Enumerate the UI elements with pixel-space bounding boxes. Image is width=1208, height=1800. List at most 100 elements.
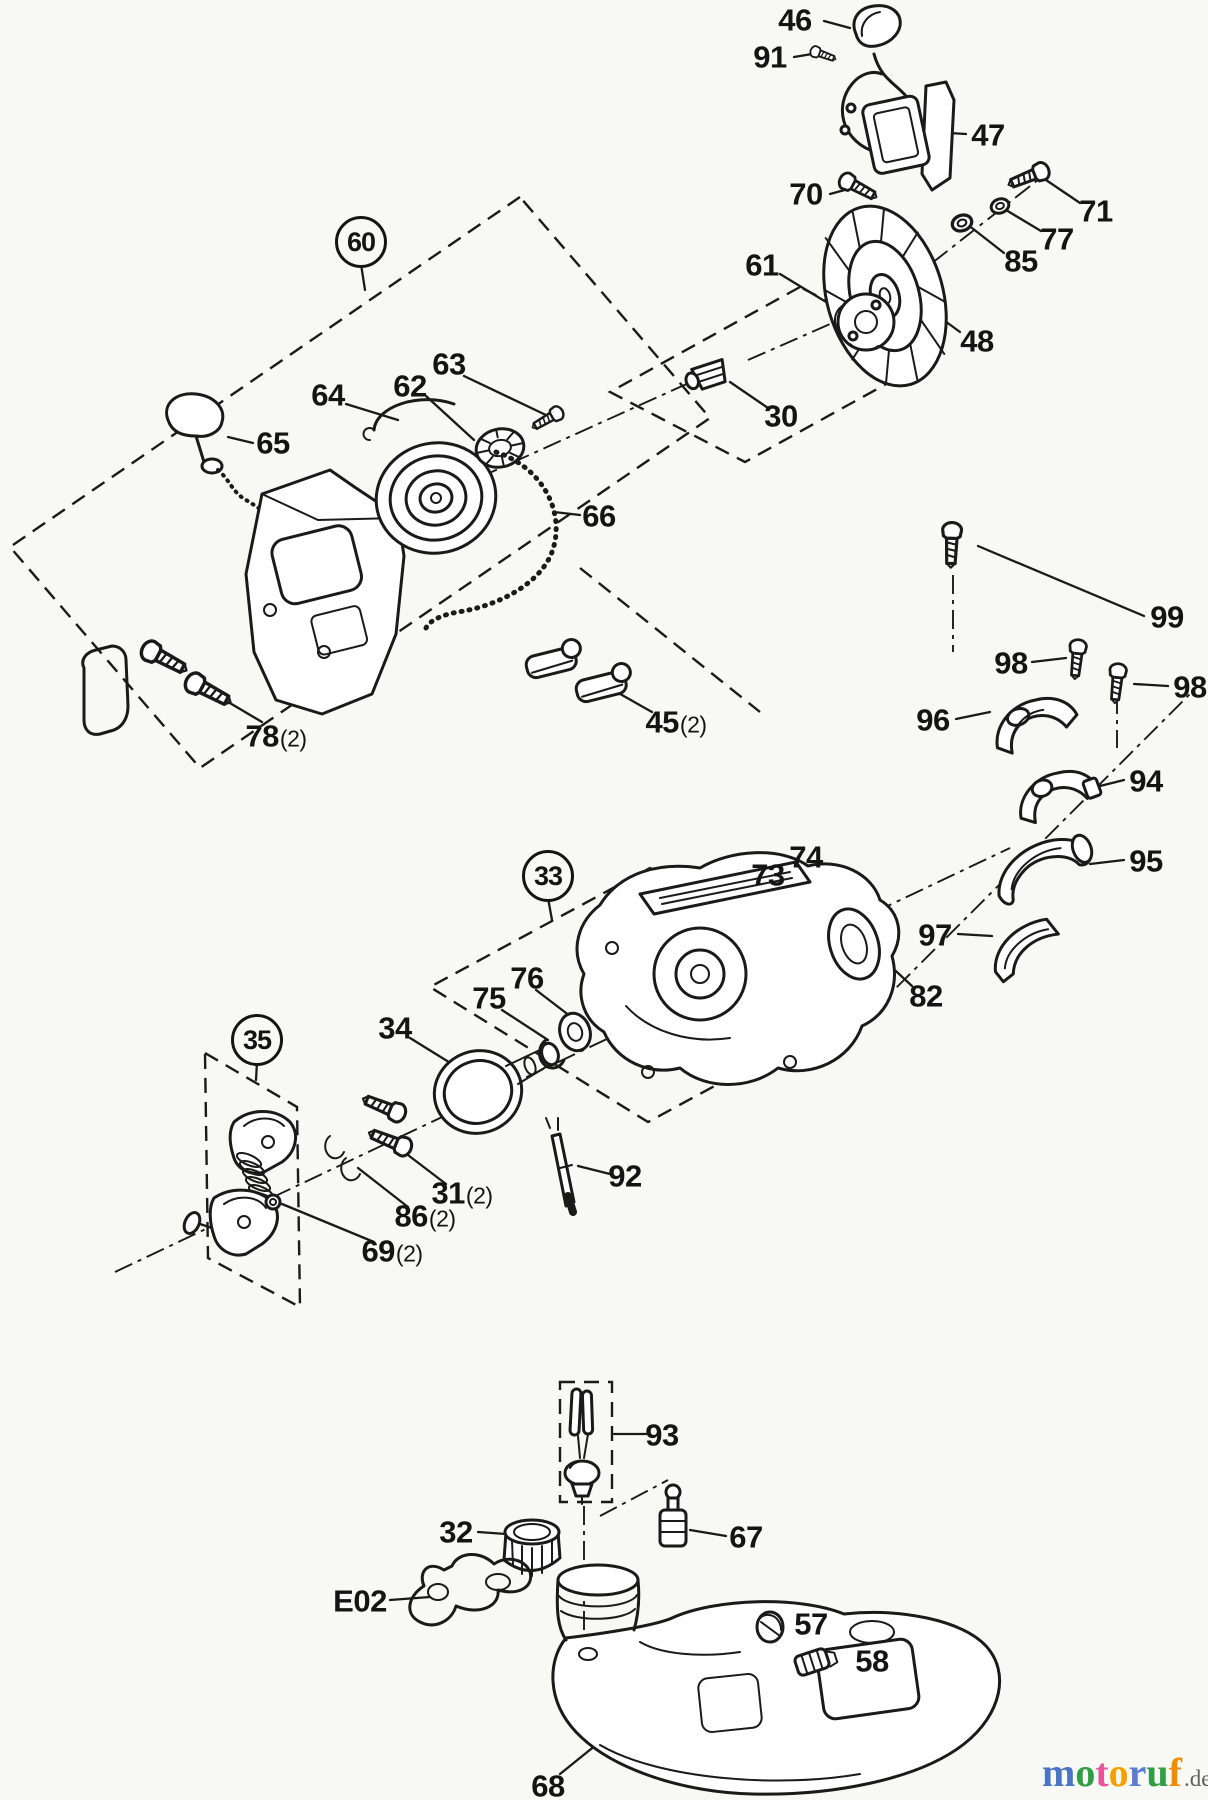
watermark-word: motoruf xyxy=(1042,1750,1182,1796)
part-label-35: 35 xyxy=(231,1014,283,1066)
shaft-clamp-upper xyxy=(995,696,1079,755)
lock-washer xyxy=(324,1135,345,1160)
part-number: 35 xyxy=(242,1024,272,1055)
part-label-95: 95 xyxy=(1129,846,1163,877)
part-label-63: 63 xyxy=(432,349,466,380)
part-label-48: 48 xyxy=(960,323,994,359)
part-label-61: 61 xyxy=(745,250,779,281)
part-number: 71 xyxy=(1079,193,1113,229)
flywheel-fan xyxy=(822,204,948,388)
part-label-99: 99 xyxy=(1150,599,1184,635)
part-label-E02: E02 xyxy=(333,1586,387,1617)
watermark-letter: o xyxy=(1108,1750,1129,1795)
rope-latch xyxy=(524,638,582,680)
part-label-70: 70 xyxy=(789,179,823,210)
part-number: 34 xyxy=(378,1010,412,1046)
watermark-letter: t xyxy=(1095,1750,1109,1795)
part-label-68: 68 xyxy=(531,1768,565,1800)
part-qty: (2) xyxy=(279,725,307,752)
ignition-coil xyxy=(839,70,956,192)
clutch-shoe-lower xyxy=(208,1188,279,1257)
clutch-bolt xyxy=(357,1088,410,1126)
crankcase-fan-housing xyxy=(575,851,901,1086)
part-number: 93 xyxy=(645,1417,679,1453)
part-number: 73 xyxy=(751,857,785,893)
part-label-64: 64 xyxy=(311,380,345,411)
part-label-97: 97 xyxy=(918,920,952,951)
part-label-86: 86(2) xyxy=(394,1198,456,1234)
housing-screw xyxy=(180,668,238,714)
part-number: 75 xyxy=(472,980,506,1016)
rope-latch xyxy=(574,662,632,704)
part-number: 85 xyxy=(1004,243,1038,279)
part-label-93: 93 xyxy=(645,1417,679,1453)
watermark-letter: m xyxy=(1042,1750,1076,1795)
fuel-filter xyxy=(658,1483,688,1548)
part-label-71: 71 xyxy=(1079,193,1113,229)
part-label-58: 58 xyxy=(855,1643,889,1679)
clutch-shoe-upper xyxy=(228,1110,298,1175)
part-label-57: 57 xyxy=(794,1609,828,1640)
part-label-98R: 98 xyxy=(1173,672,1207,703)
part-label-30: 30 xyxy=(764,398,798,434)
part-label-96: 96 xyxy=(916,705,950,736)
wire-rod xyxy=(545,1117,577,1216)
part-label-45: 45(2) xyxy=(645,704,707,740)
shaft-clamp-lower xyxy=(1019,769,1103,825)
watermark-logo: motoruf.de xyxy=(1042,1750,1208,1796)
part-label-78: 78(2) xyxy=(245,718,307,754)
tank-grommet xyxy=(755,1610,785,1644)
part-number: 31 xyxy=(431,1175,465,1211)
part-number: 76 xyxy=(510,960,544,996)
fuel-cap xyxy=(502,1518,562,1577)
housing-gasket xyxy=(81,644,130,736)
part-label-98L: 98 xyxy=(994,648,1028,679)
part-label-33: 33 xyxy=(522,850,574,902)
part-number: 60 xyxy=(346,226,376,257)
part-number: 68 xyxy=(531,1768,565,1800)
part-number: 30 xyxy=(764,398,798,434)
starter-spring-cassette xyxy=(474,427,526,469)
part-number: 86 xyxy=(394,1198,428,1234)
part-label-73: 73 xyxy=(751,857,785,893)
part-label-46: 46 xyxy=(778,2,812,38)
rope-guide-spring xyxy=(362,398,456,441)
part-label-66: 66 xyxy=(582,501,616,532)
part-label-85: 85 xyxy=(1004,243,1038,279)
clutch-bolt xyxy=(363,1122,416,1160)
part-number: 48 xyxy=(960,323,994,359)
part-label-82: 82 xyxy=(909,981,943,1012)
cap-screw xyxy=(807,43,839,66)
part-number: 46 xyxy=(778,2,812,38)
part-number: 47 xyxy=(971,117,1005,153)
part-number: 99 xyxy=(1150,599,1184,635)
handle-half-upper xyxy=(997,833,1094,906)
part-label-91: 91 xyxy=(753,42,787,73)
handle-half-lower xyxy=(993,917,1060,984)
primer-pump-parts xyxy=(563,1387,601,1505)
part-number: E02 xyxy=(333,1583,387,1619)
clamp-screw xyxy=(1065,637,1089,682)
part-number: 65 xyxy=(256,425,290,461)
flywheel-washer xyxy=(987,194,1013,218)
part-number: 33 xyxy=(533,860,563,891)
part-label-75: 75 xyxy=(472,980,506,1016)
part-label-31: 31(2) xyxy=(431,1175,493,1211)
part-label-94: 94 xyxy=(1129,766,1163,797)
part-number: 78 xyxy=(245,718,279,754)
part-label-67: 67 xyxy=(729,1519,763,1555)
part-qty: (2) xyxy=(465,1182,493,1209)
cap-retainer-strap xyxy=(408,1553,533,1627)
part-number: 45 xyxy=(645,704,679,740)
part-number: 69 xyxy=(361,1233,395,1269)
clutch-washer xyxy=(264,1193,282,1211)
part-number: 58 xyxy=(855,1643,889,1679)
part-label-60: 60 xyxy=(335,216,387,268)
part-number: 92 xyxy=(608,1158,642,1194)
part-label-32: 32 xyxy=(439,1517,473,1548)
coil-screw xyxy=(835,169,882,207)
fuel-tank xyxy=(551,1563,1001,1796)
part-qty: (2) xyxy=(395,1240,423,1267)
part-number: 67 xyxy=(729,1519,763,1555)
